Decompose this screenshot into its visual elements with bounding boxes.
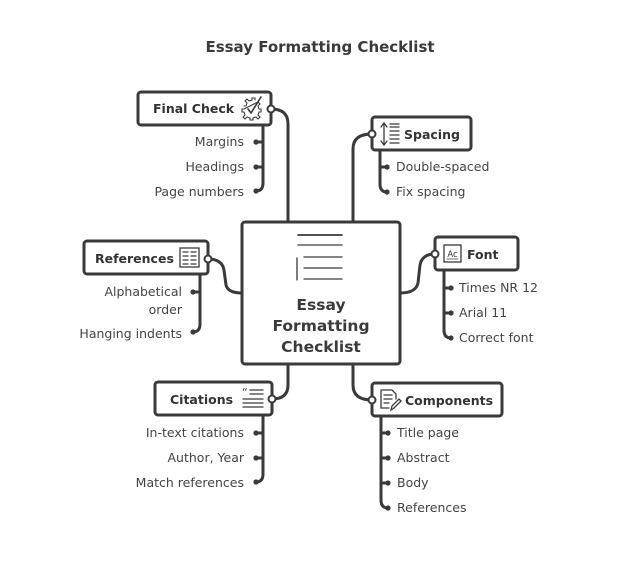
node-final-check[interactable]: Final Check	[136, 90, 276, 127]
connector-font	[398, 252, 437, 295]
connector-citations	[270, 362, 290, 401]
bullet-dot	[448, 285, 454, 291]
center-box	[240, 220, 402, 366]
leaf-match-references: Match references	[136, 475, 244, 490]
node-label-components: Components	[405, 393, 493, 408]
port-dot	[267, 394, 277, 404]
bullet-dot	[384, 164, 390, 170]
bullet-dot	[385, 480, 391, 486]
bullet-dot	[385, 430, 391, 436]
port-dot	[367, 129, 377, 139]
leaf-headings: Headings	[185, 159, 244, 174]
port-dot	[266, 104, 276, 114]
stem-font	[442, 269, 453, 340]
bullet-dot	[253, 139, 259, 145]
leaf-times-nr-12: Times NR 12	[458, 280, 538, 295]
leaf-double-spaced: Double-spaced	[396, 159, 489, 174]
list-document-icon	[179, 247, 200, 268]
bullet-dot	[253, 188, 259, 194]
leaf-abstract: Abstract	[397, 450, 450, 465]
connector-references	[206, 257, 244, 295]
bullet-dot	[253, 164, 259, 170]
port-dot	[367, 395, 377, 405]
bullet-dot	[253, 479, 259, 485]
bullet-dot	[190, 289, 196, 295]
center-title-line-3: Checklist	[281, 338, 361, 356]
line-spacing-icon	[380, 121, 400, 147]
stem-references	[191, 274, 202, 334]
leaf-author-year: Author, Year	[168, 450, 245, 465]
svg-text:“: “	[242, 386, 248, 399]
leaf-fix-spacing: Fix spacing	[396, 184, 465, 199]
connector-spacing	[351, 132, 374, 224]
node-label-font: Font	[467, 247, 499, 262]
stem-citations	[254, 414, 265, 484]
leaf-arial-11: Arial 11	[459, 305, 507, 320]
stem-final-check	[254, 124, 265, 193]
node-references[interactable]: References	[82, 239, 213, 276]
leaf-references: References	[397, 500, 466, 515]
leaf-margins: Margins	[195, 134, 244, 149]
diagram-title: Essay Formatting Checklist	[205, 38, 434, 56]
port-dot	[203, 254, 213, 264]
leaf-title-page: Title page	[396, 425, 459, 440]
node-components[interactable]: Components	[367, 381, 504, 418]
leaf-page-numbers: Page numbers	[154, 184, 244, 199]
node-citations[interactable]: Citations “	[153, 380, 277, 417]
leaf-correct-font: Correct font	[459, 330, 534, 345]
node-label-references: References	[95, 251, 174, 266]
bullet-dot	[385, 455, 391, 461]
bullet-dot	[253, 430, 259, 436]
document-lines-icon	[296, 234, 343, 281]
quote-icon: “	[242, 386, 264, 408]
node-label-citations: Citations	[170, 392, 233, 407]
leaf-hanging-indents: Hanging indents	[79, 326, 182, 341]
center-title-line-2: Formatting	[272, 317, 369, 335]
bullet-dot	[253, 455, 259, 461]
leaf-body: Body	[397, 475, 429, 490]
font-icon: Ac	[443, 244, 462, 263]
leaf-in-text-citations: In-text citations	[146, 425, 244, 440]
node-label-final-check: Final Check	[153, 101, 235, 116]
bullet-dot	[448, 335, 454, 341]
connector-components	[351, 362, 374, 402]
node-spacing[interactable]: Spacing	[367, 115, 473, 152]
bullet-dot	[190, 329, 196, 335]
node-label-spacing: Spacing	[404, 127, 460, 142]
bullet-dot	[384, 189, 390, 195]
leaf-alphabetical: Alphabetical	[104, 284, 182, 299]
svg-text:Ac: Ac	[447, 250, 458, 260]
stem-spacing	[378, 149, 389, 194]
bullet-dot	[385, 505, 391, 511]
edit-document-icon	[380, 389, 402, 412]
port-dot	[430, 249, 440, 259]
bullet-dot	[448, 310, 454, 316]
connector-final-check	[269, 107, 290, 224]
center-node[interactable]: Essay Formatting Checklist	[240, 220, 402, 366]
node-font[interactable]: Ac Font	[430, 235, 520, 272]
gear-check-icon	[241, 96, 262, 121]
leaf-alphabetical-order: order	[149, 302, 183, 317]
center-title-line-1: Essay	[296, 296, 345, 314]
